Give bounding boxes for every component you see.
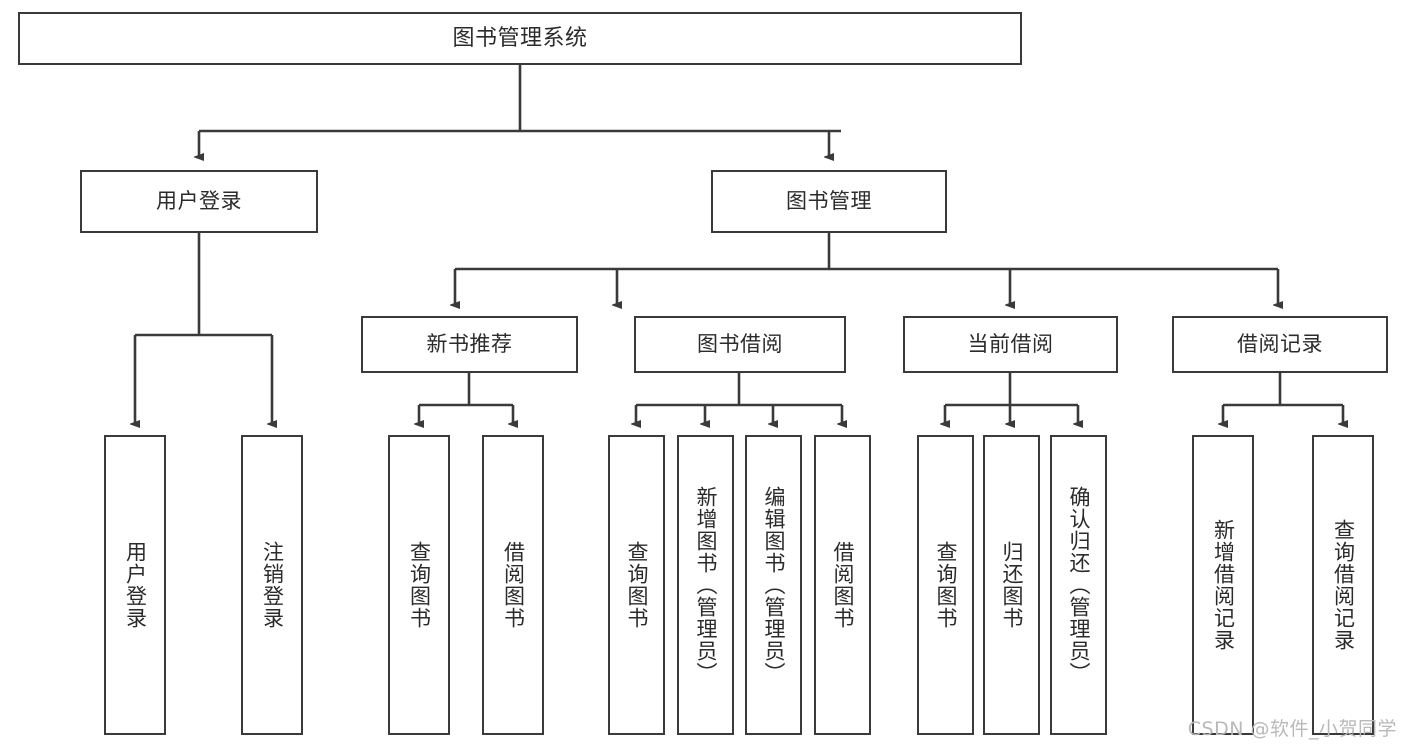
node-root-system[interactable]: 图书管理系统 [18,12,1022,65]
leaf-book-borrow-2[interactable]: 新增图书（管理员） [677,435,734,735]
node-book-borrow[interactable]: 图书借阅 [634,316,846,373]
node-user-login[interactable]: 用户登录 [80,170,318,233]
node-label: 新增图书（管理员） [693,486,718,684]
node-new-book-recommend[interactable]: 新书推荐 [361,316,578,373]
watermark: CSDN @软件_小贺同学 [1187,718,1397,740]
node-label: 查询图书 [407,541,432,629]
leaf-current-borrow-2[interactable]: 归还图书 [983,435,1040,735]
node-label: 用户登录 [123,541,148,629]
leaf-new-book-1[interactable]: 查询图书 [388,435,450,735]
leaf-user-login-2[interactable]: 注销登录 [241,435,303,735]
leaf-current-borrow-3[interactable]: 确认归还（管理员） [1050,435,1107,735]
node-label: 图书借阅 [697,332,783,357]
node-current-borrow[interactable]: 当前借阅 [903,316,1118,373]
node-borrow-record[interactable]: 借阅记录 [1172,316,1388,373]
node-label: 用户登录 [156,189,242,214]
node-label: 新增借阅记录 [1211,519,1236,651]
node-label: 图书管理 [786,189,872,214]
node-label: 注销登录 [260,541,285,629]
leaf-book-borrow-4[interactable]: 借阅图书 [814,435,871,735]
node-label: 当前借阅 [967,332,1054,357]
node-label: 新书推荐 [426,332,513,357]
leaf-current-borrow-1[interactable]: 查询图书 [917,435,974,735]
node-label: 归还图书 [999,541,1024,629]
leaf-user-login-1[interactable]: 用户登录 [104,435,166,735]
node-label: 借阅图书 [830,541,855,629]
node-book-management[interactable]: 图书管理 [711,170,947,233]
node-label: 查询图书 [933,541,958,629]
node-label: 借阅图书 [501,541,526,629]
node-label: 查询借阅记录 [1331,519,1356,651]
node-label: 借阅记录 [1237,332,1323,357]
node-label: 编辑图书（管理员） [761,486,786,684]
leaf-borrow-record-2[interactable]: 查询借阅记录 [1312,435,1374,735]
leaf-borrow-record-1[interactable]: 新增借阅记录 [1192,435,1254,735]
leaf-book-borrow-3[interactable]: 编辑图书（管理员） [745,435,802,735]
leaf-new-book-2[interactable]: 借阅图书 [482,435,544,735]
node-label: 查询图书 [624,541,649,629]
node-label: 图书管理系统 [452,25,588,51]
leaf-book-borrow-1[interactable]: 查询图书 [608,435,665,735]
node-label: 确认归还（管理员） [1066,486,1091,684]
